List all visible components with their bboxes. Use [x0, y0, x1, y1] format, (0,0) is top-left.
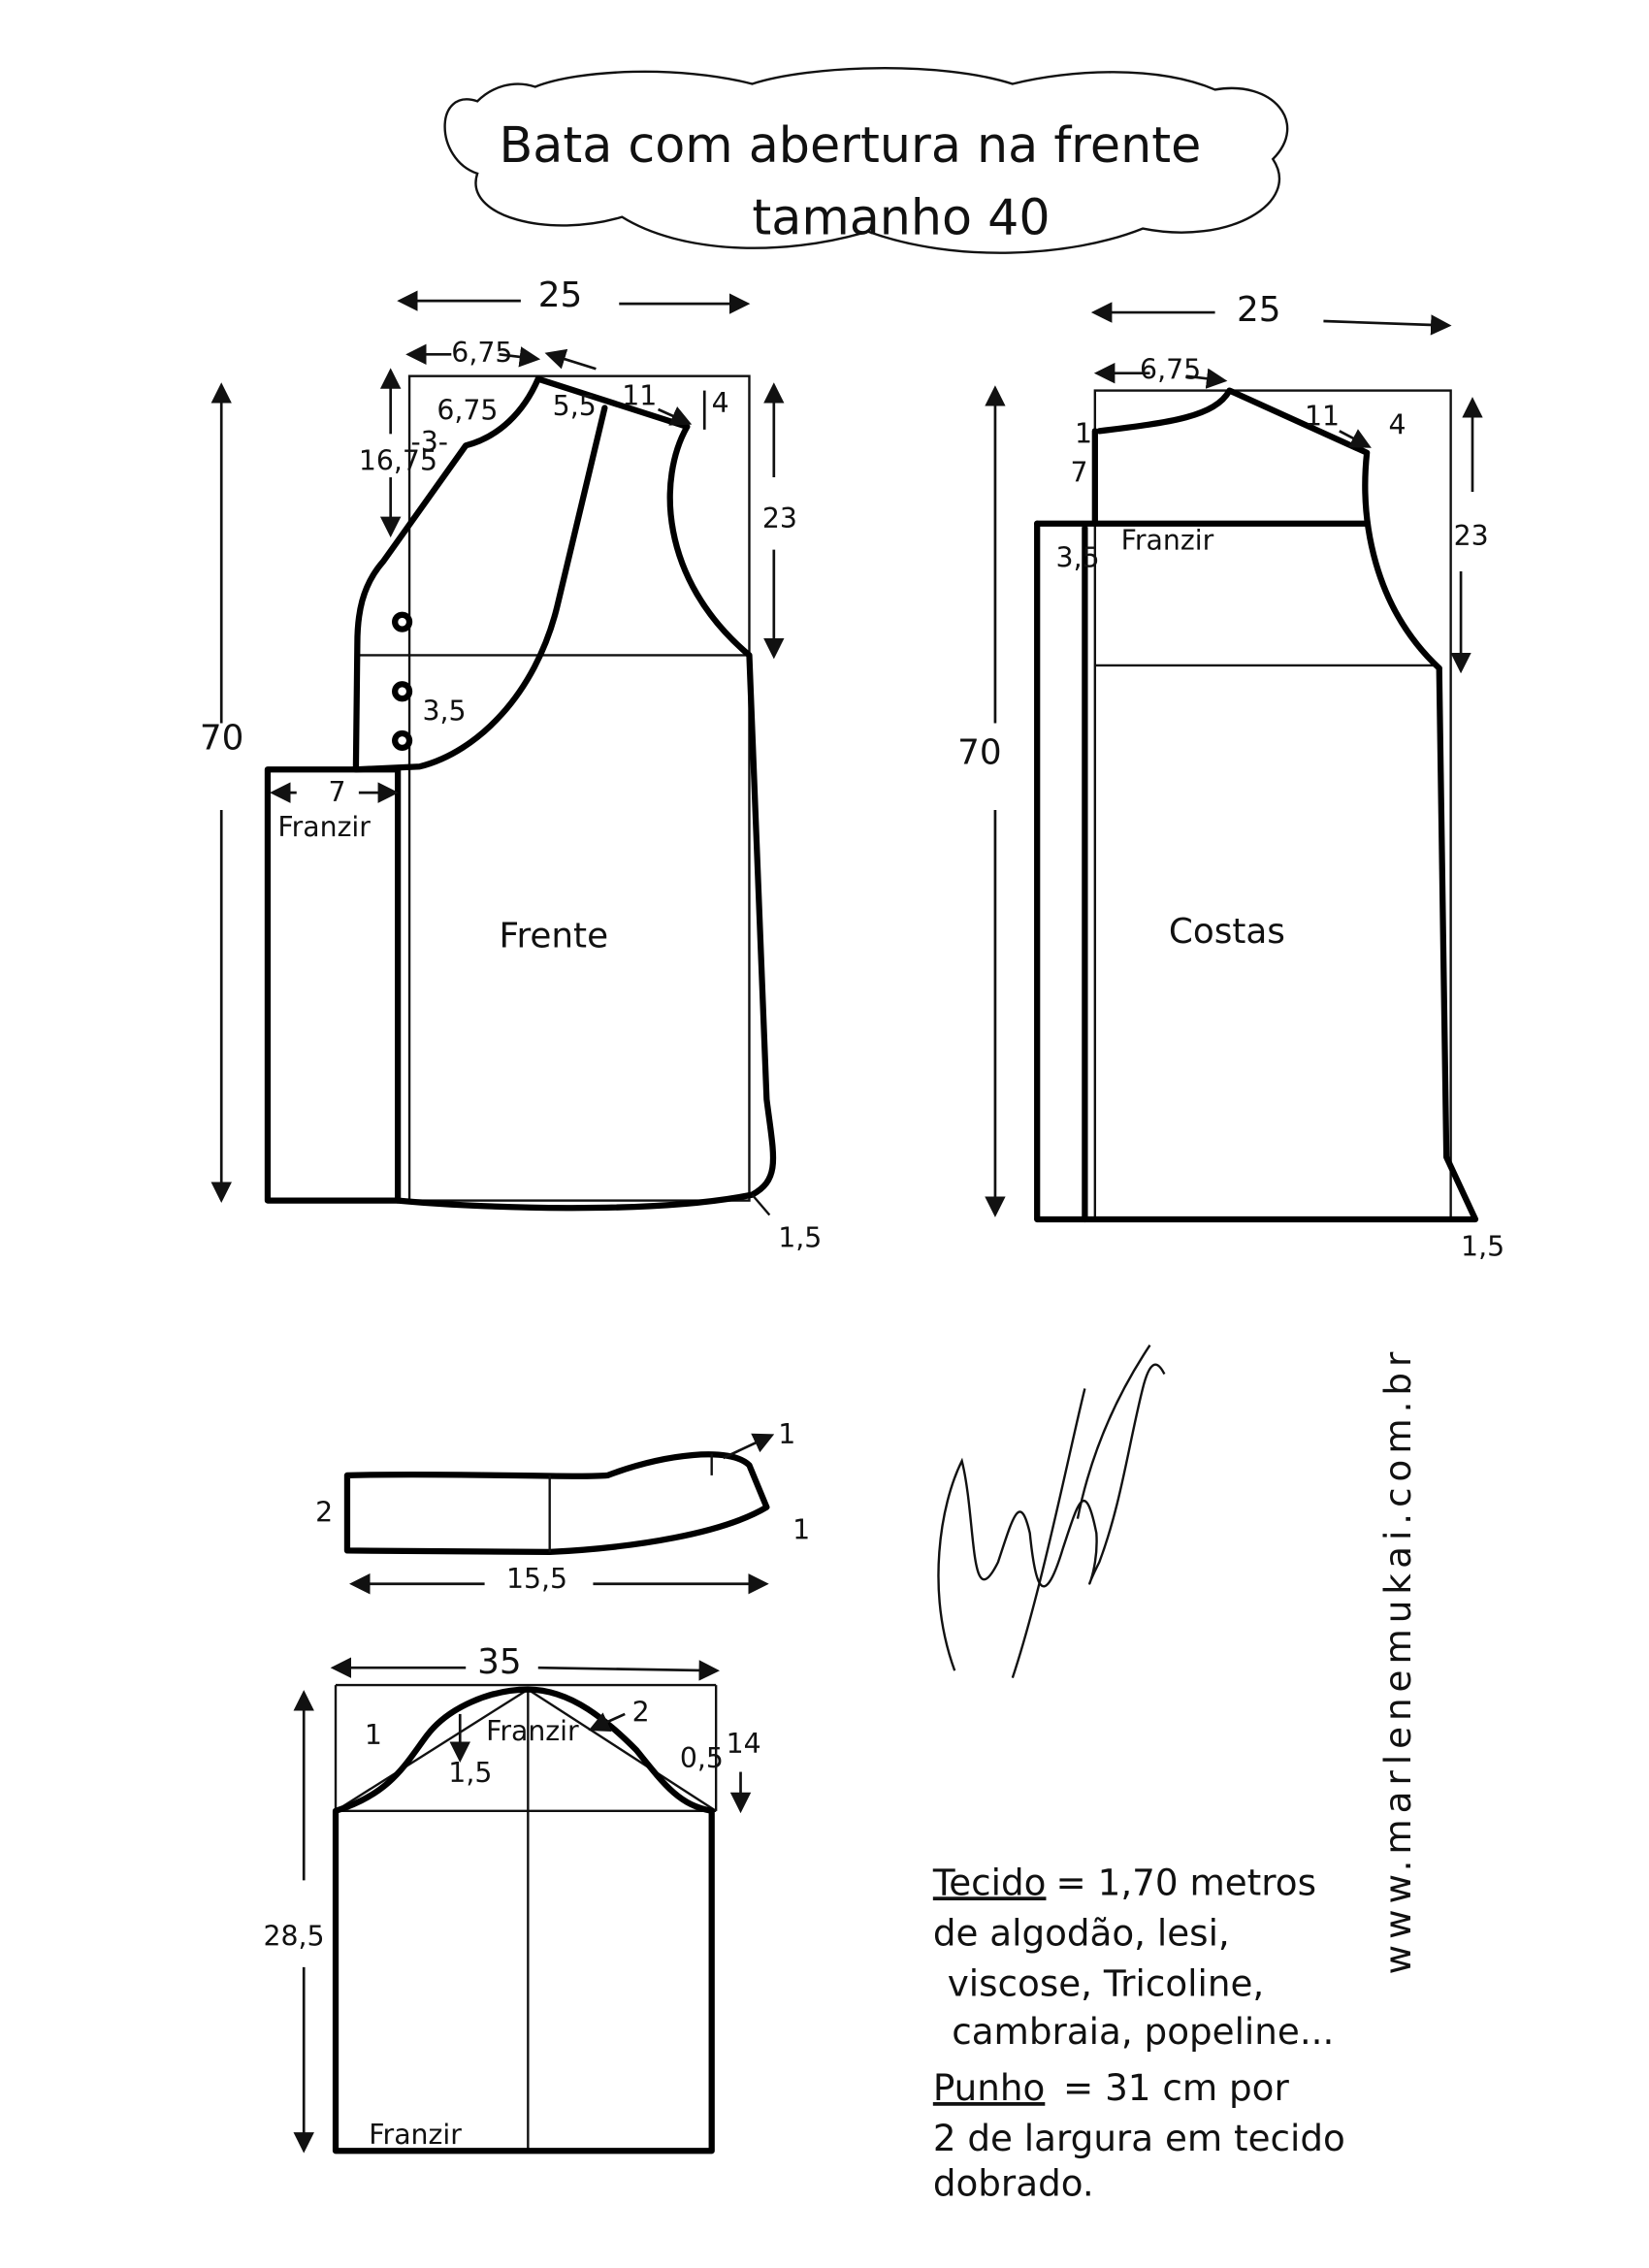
back-hem-drop-label: 1,5 — [1461, 1230, 1504, 1262]
cuff-label: Punho — [933, 2066, 1045, 2109]
front-shoulder-start-label: 5,5 — [553, 390, 597, 422]
fabric-line-1: = 1,70 metros — [1056, 1861, 1316, 1903]
back-width-label: 25 — [1237, 290, 1281, 330]
back-pattern-piece: 25 70 6,75 11 4 1 7 3,5 Franzir 23 1,5 C… — [957, 290, 1504, 1262]
sleeve-cap-gather-label: Franzir — [486, 1715, 579, 1747]
front-gather-label: Franzir — [277, 811, 371, 843]
sleeve-left-curve-label: 1,5 — [448, 1757, 492, 1789]
back-shoulder-label: 11 — [1305, 400, 1340, 432]
title-line-1: Bata com abertura na frente — [500, 116, 1202, 174]
cuff-line-2: 2 de largura em tecido — [933, 2117, 1345, 2159]
sleeve-hem-gather-label: Franzir — [369, 2119, 462, 2151]
cuff-line-3: dobrado. — [933, 2161, 1094, 2204]
front-button-spacing-label: 3,5 — [422, 696, 466, 728]
front-piece-name: Frente — [500, 917, 609, 956]
back-neck-width-label: 6,75 — [1140, 354, 1201, 386]
front-shoulder-label: 11 — [622, 380, 657, 412]
front-height-label: 70 — [200, 718, 244, 758]
front-neck-offset-label: -3- — [411, 426, 448, 458]
back-height-label: 70 — [957, 732, 1002, 772]
fabric-line-4: cambraia, popeline... — [952, 2010, 1334, 2053]
collar-pattern-piece: 2 15,5 1 1 — [315, 1418, 810, 1595]
front-neck-depth-label: 6,75 — [436, 394, 498, 426]
collar-length-label: 15,5 — [506, 1563, 567, 1595]
front-width-label: 25 — [538, 275, 583, 315]
front-pattern-piece: 25 70 6,75 6,75 -3- 16,75 5,5 11 4 23 3,… — [200, 275, 822, 1253]
back-yoke-depth-label: 7 — [1070, 457, 1087, 489]
fabric-label: Tecido — [932, 1861, 1047, 1903]
button-marker — [392, 611, 413, 632]
collar-tip-rise-label: 1 — [778, 1418, 795, 1450]
cuff-line-1: = 31 cm por — [1063, 2066, 1289, 2109]
back-armhole-depth-label: 23 — [1454, 520, 1489, 552]
title-line-2: tamanho 40 — [752, 189, 1050, 246]
collar-height-label: 2 — [315, 1497, 333, 1529]
fabric-line-3: viscose, Tricoline, — [948, 1962, 1265, 2005]
fabric-notes: Tecido = 1,70 metros de algodão, lesi, v… — [932, 1861, 1345, 2204]
title-cloud: Bata com abertura na frente tamanho 40 — [443, 67, 1289, 254]
back-piece-name: Costas — [1169, 912, 1285, 952]
back-shoulder-drop-label: 4 — [1389, 408, 1406, 440]
front-placket-depth-label: 16,75 — [359, 445, 437, 477]
front-shoulder-drop-label: 4 — [712, 387, 729, 419]
sleeve-left-offset-label: 1 — [365, 1719, 382, 1751]
sleeve-right-offset-label: 2 — [632, 1696, 650, 1728]
signature — [937, 1345, 1166, 1679]
collar-tip-end-label: 1 — [792, 1514, 810, 1546]
sleeve-pattern-piece: 35 14 28,5 1 1,5 Franzir 2 0,5 Franzir — [263, 1642, 761, 2155]
fabric-line-2: de algodão, lesi, — [933, 1911, 1230, 1954]
sleeve-width-label: 35 — [477, 1642, 522, 1682]
back-gather-label: Franzir — [1121, 525, 1214, 557]
front-armhole-depth-label: 23 — [762, 502, 797, 535]
front-extension-label: 7 — [329, 776, 346, 808]
front-neck-width-label: 6,75 — [451, 337, 512, 369]
website-url: www.marlenemukai.com.br — [1376, 1346, 1419, 1975]
button-marker — [392, 729, 413, 752]
sleeve-cap-height-label: 14 — [727, 1728, 761, 1760]
back-yoke-top-label: 1 — [1075, 417, 1092, 449]
front-hem-drop-label: 1,5 — [778, 1221, 822, 1253]
sleeve-right-curve-label: 0,5 — [680, 1742, 724, 1774]
back-extension-label: 3,5 — [1056, 542, 1100, 574]
button-marker — [392, 681, 413, 702]
sleeve-body-height-label: 28,5 — [263, 1920, 324, 1952]
